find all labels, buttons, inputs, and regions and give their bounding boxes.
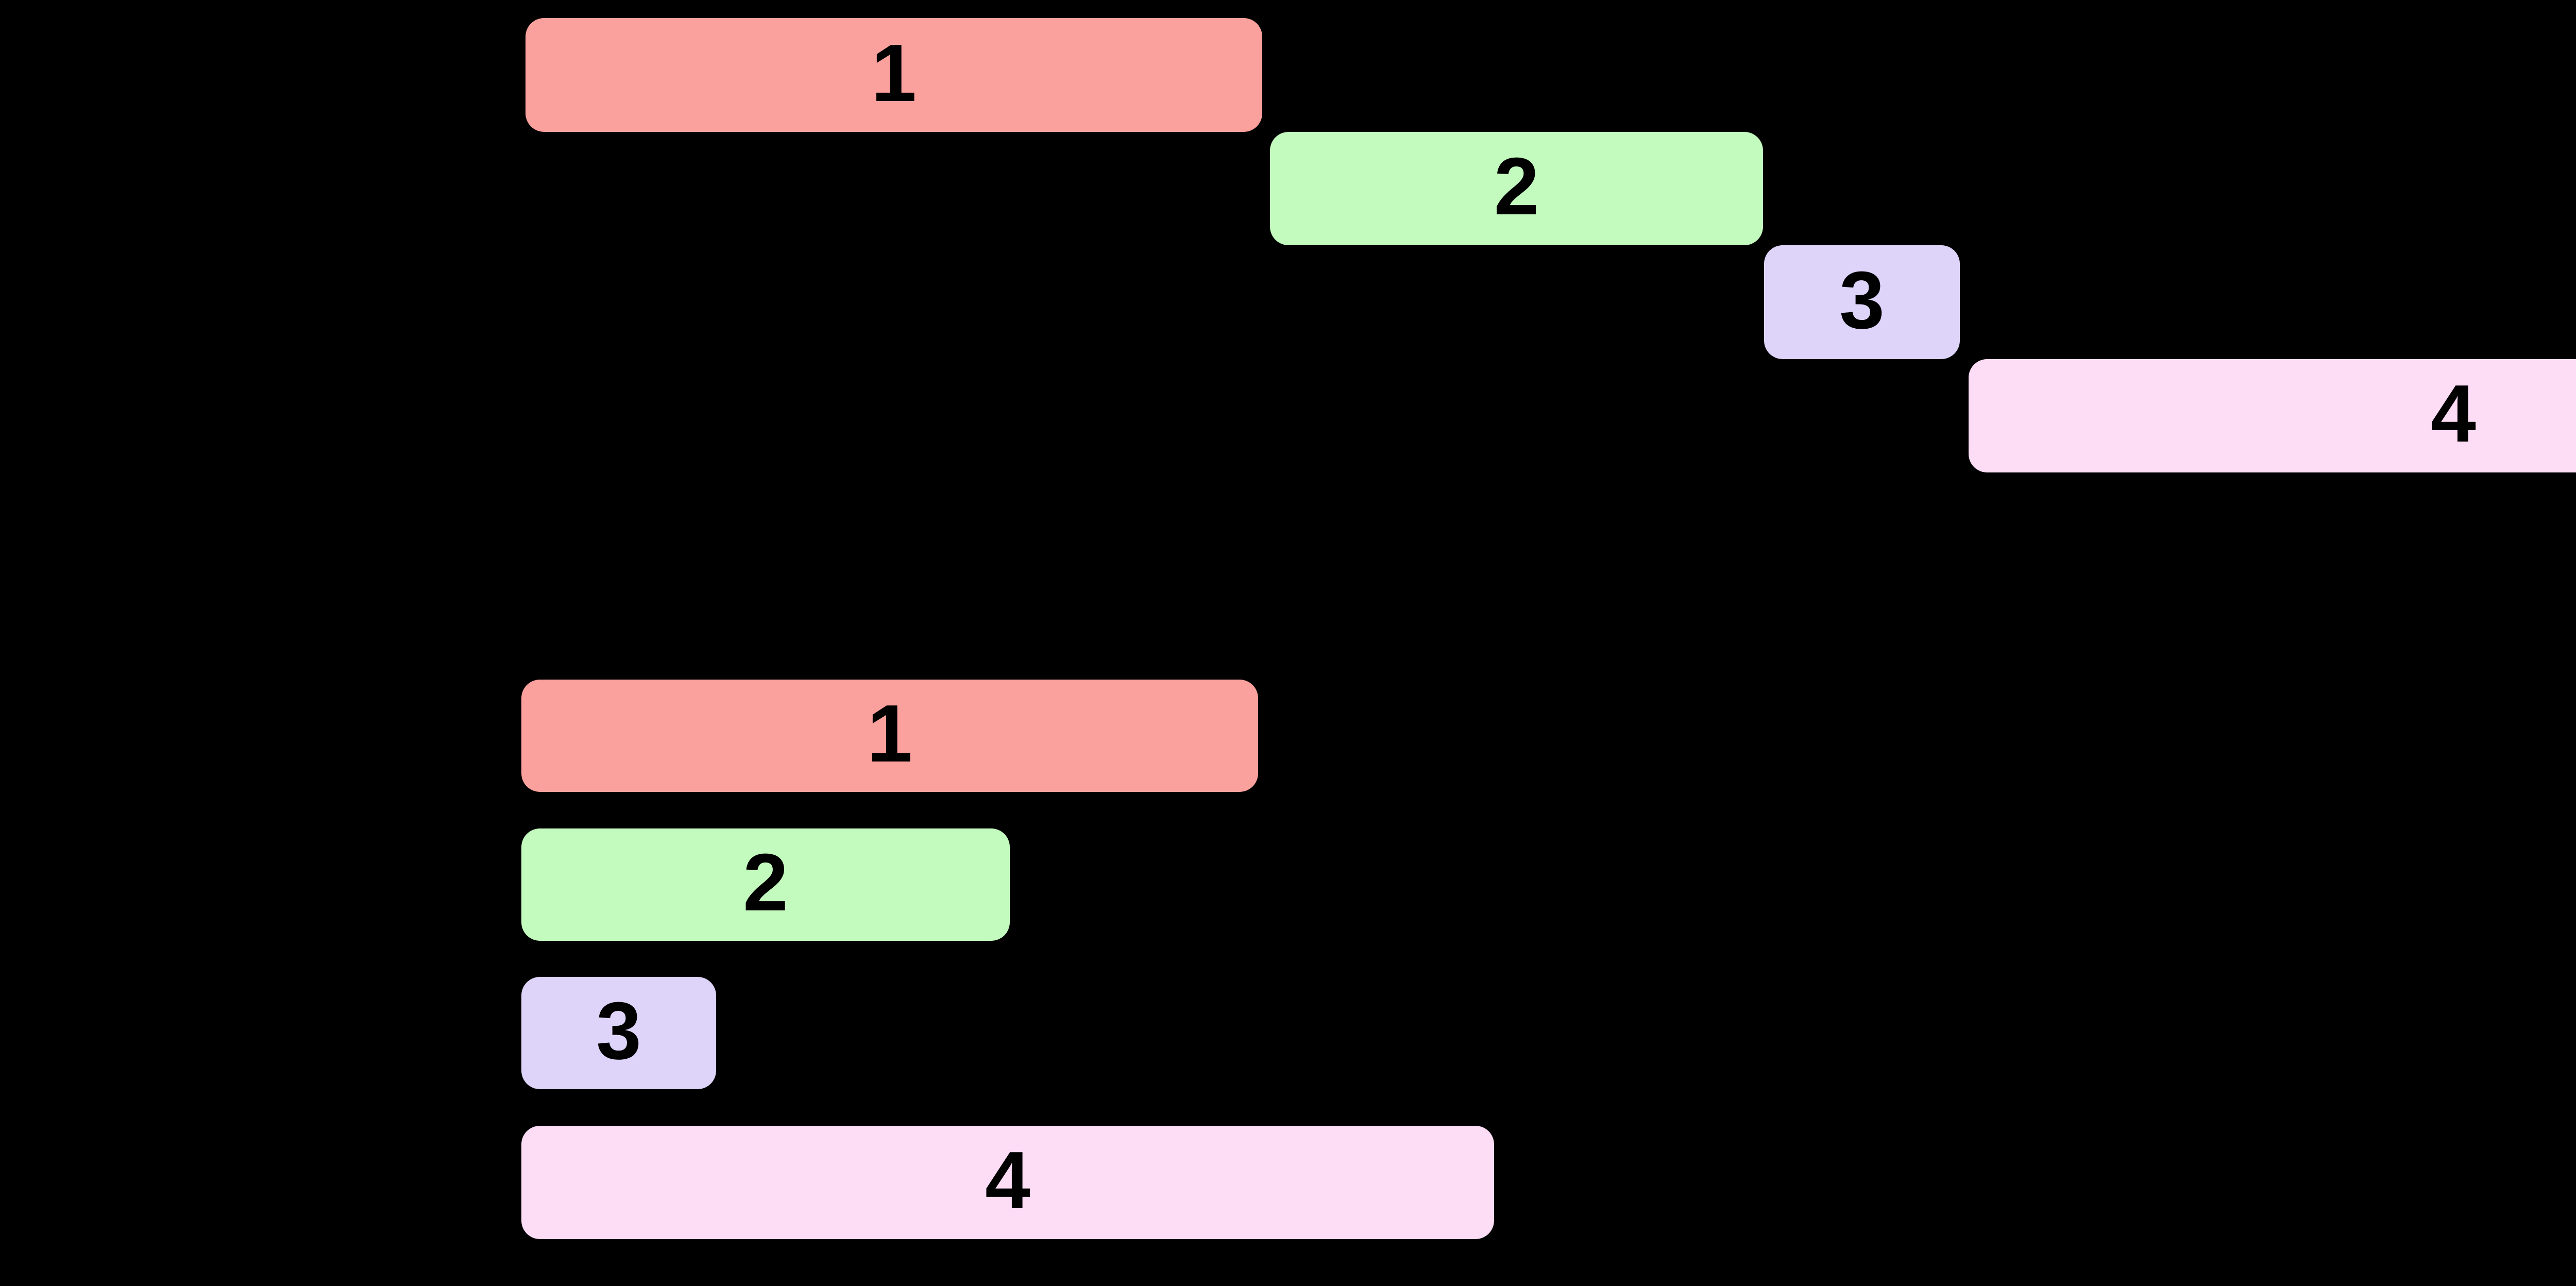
task-bar-parallel-2: 2: [521, 828, 1010, 941]
task-bar-label: 2: [743, 837, 788, 928]
task-bar-label: 1: [871, 27, 917, 119]
task-bar-sequential-1: 1: [526, 18, 1262, 132]
task-bar-parallel-3: 3: [521, 977, 716, 1089]
task-bar-label: 3: [1839, 255, 1885, 346]
task-bar-sequential-4: 4: [1969, 359, 2576, 472]
task-bar-label: 2: [1494, 141, 1539, 232]
task-bar-label: 1: [867, 688, 912, 779]
task-bar-parallel-4: 4: [521, 1126, 1494, 1239]
task-bar-label: 3: [596, 986, 641, 1076]
task-bar-label: 4: [985, 1135, 1030, 1226]
task-bar-parallel-1: 1: [521, 680, 1258, 792]
task-bar-label: 4: [2431, 368, 2476, 459]
task-bar-sequential-3: 3: [1764, 245, 1960, 359]
task-bar-sequential-2: 2: [1270, 132, 1763, 245]
